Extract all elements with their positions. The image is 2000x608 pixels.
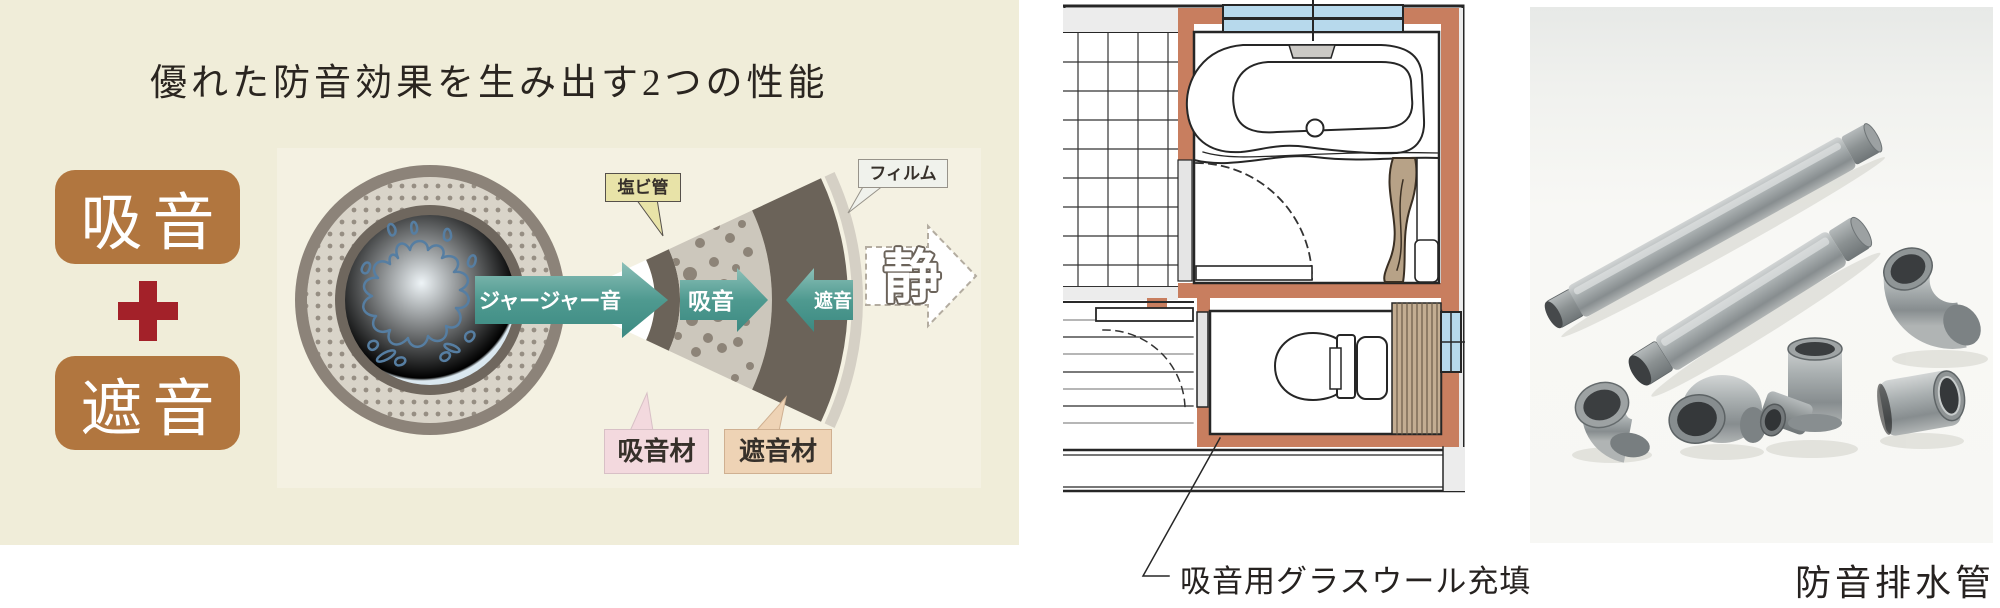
tee-fitting xyxy=(1759,337,1843,437)
absorb-badge: 吸音 xyxy=(55,170,240,264)
washroom-fixture xyxy=(1414,239,1439,283)
absorb-arrow: 吸音 xyxy=(680,268,768,332)
tiled-area xyxy=(1063,32,1179,288)
plus-icon xyxy=(139,281,157,341)
film-label-pointer xyxy=(847,184,886,214)
diagram-title: 優れた防音効果を生み出す2つの性能 xyxy=(150,63,829,104)
insulate-arrow: 遮音 xyxy=(786,268,853,332)
curtain xyxy=(1383,157,1418,283)
film-label: フィルム xyxy=(858,159,948,188)
insulate-arrow-text: 遮音 xyxy=(814,289,852,312)
wood-slats xyxy=(1391,302,1442,435)
bathroom-window xyxy=(1222,4,1404,33)
washer-pan xyxy=(1195,265,1313,281)
hallway-door-swing-arc xyxy=(1102,329,1186,409)
insulate-material-label: 遮音材 xyxy=(724,429,832,474)
pvc-pipe-label: 塩ビ管 xyxy=(605,173,681,202)
hallway-door xyxy=(1095,307,1194,322)
toilet xyxy=(1273,331,1388,402)
coupling xyxy=(1877,370,1966,436)
glasswool-caption: 吸音用グラスウール充填 xyxy=(1180,564,1532,599)
pipe-circle xyxy=(295,165,565,435)
bathtub-faucet-deck xyxy=(1287,44,1337,59)
quiet-arrow: 静 xyxy=(865,223,978,329)
bathtub-drain xyxy=(1305,118,1325,138)
absorb-material-pointer xyxy=(629,391,654,432)
film-layer xyxy=(824,172,863,428)
elbow-90 xyxy=(1883,247,1981,349)
floorplan xyxy=(1063,0,1465,577)
floorplan-panel xyxy=(1063,0,1465,608)
insulate-badge: 遮音 xyxy=(55,356,240,450)
noise-arrow: ジャージャー音 xyxy=(475,262,668,338)
corridor xyxy=(1063,448,1465,493)
toilet-door xyxy=(1196,311,1209,408)
pvc-label-pointer xyxy=(635,198,664,237)
drainpipe-caption: 防音排水管 xyxy=(1795,563,1996,603)
pipe-cross-section-diagram: ジャージャー音 吸音 遮音 静 xyxy=(295,165,978,435)
washroom-door xyxy=(1177,159,1193,282)
absorb-material-label: 吸音材 xyxy=(604,429,709,474)
caption-pointer-line xyxy=(1141,436,1222,577)
sound-fan xyxy=(560,172,863,428)
insulate-material-pointer xyxy=(754,395,787,432)
door-swing-arc xyxy=(1195,162,1313,280)
elbow-45 xyxy=(1574,381,1650,463)
pipes-photo xyxy=(1544,123,1988,463)
straight-pipe-2 xyxy=(1628,216,1873,386)
absorb-arrow-text: 吸音 xyxy=(688,288,734,314)
noise-arrow-text: ジャージャー音 xyxy=(479,289,621,313)
quiet-arrow-text: 静 xyxy=(883,245,941,310)
street-elbow xyxy=(1668,375,1766,444)
straight-pipe-1 xyxy=(1544,123,1883,329)
diagram-panel: ジャージャー音 吸音 遮音 静 優れた防音効果を生み出す2つの性能 吸音 xyxy=(0,0,1019,545)
shadows xyxy=(1561,157,1988,463)
photo-panel xyxy=(1530,7,1993,543)
bathtub xyxy=(1185,44,1426,155)
toilet-window xyxy=(1440,311,1465,373)
